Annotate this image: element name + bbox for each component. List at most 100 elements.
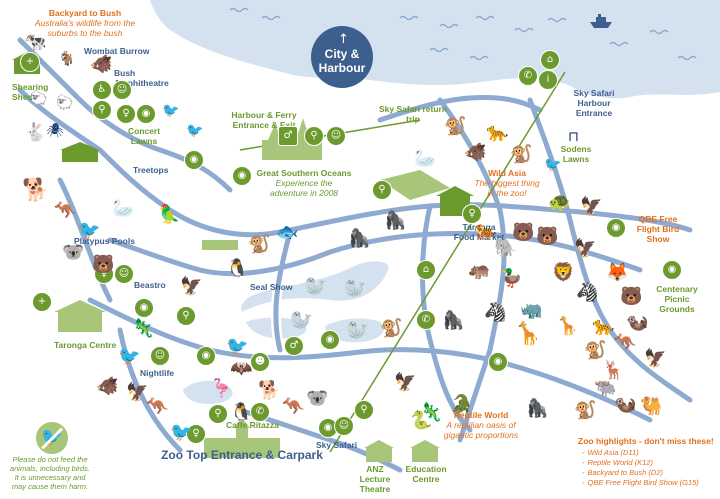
seal-icon: 🦭 bbox=[290, 310, 313, 331]
phone-icon: ✆ bbox=[250, 402, 270, 422]
sheep-icon: 🐑 bbox=[30, 91, 48, 107]
hippo-icon: 🦛 bbox=[468, 260, 491, 281]
camel-icon: 🐫 bbox=[640, 396, 663, 417]
chimp-icon: 🦍 bbox=[442, 310, 465, 331]
bird-icon: 🐦 bbox=[170, 422, 193, 443]
gorilla-icon: 🦍 bbox=[526, 398, 549, 419]
zoo-top-entrance-building bbox=[204, 418, 280, 458]
zebra-icon: 🦓 bbox=[484, 302, 507, 323]
treetops-building bbox=[60, 142, 100, 162]
cable-car-icon: ⌂ bbox=[416, 260, 436, 280]
education-centre-label: Education Centre bbox=[405, 464, 447, 484]
highlight-item[interactable]: -Reptile World (K12) bbox=[582, 458, 653, 467]
lyrebird-icon: 🐦 bbox=[162, 103, 180, 119]
wombat-icon: 🐗 bbox=[90, 54, 113, 75]
emu-icon: 🦢 bbox=[112, 198, 135, 219]
bird-icon: 🦅 bbox=[644, 348, 667, 369]
theatre-masks-icon: ☻ bbox=[250, 352, 270, 372]
bird-icon: 🦅 bbox=[394, 372, 417, 393]
sky-safari-return-label: Sky Safari return trip bbox=[378, 104, 448, 124]
bird-icon: 🐦 bbox=[78, 220, 101, 241]
first-aid-icon: + bbox=[20, 52, 40, 72]
city-arrow-icon: ↑ bbox=[338, 32, 349, 47]
leopard-icon: 🐆 bbox=[486, 122, 509, 143]
reptile-world-label[interactable]: Reptile World A reptilian oasis of gigan… bbox=[434, 410, 528, 440]
leopard-icon: 🐆 bbox=[592, 316, 615, 337]
baby-change-icon: ☺ bbox=[326, 126, 346, 146]
wombat-icon: 🐻 bbox=[92, 254, 115, 275]
kangaroo-icon: 🦘 bbox=[282, 396, 305, 417]
taronga-food-market-label: Taronga Food Market bbox=[453, 222, 505, 242]
viewpoint-eye-icon: ◉ bbox=[232, 166, 252, 186]
tasmanian-devil-icon: 🐗 bbox=[96, 376, 119, 397]
backyard-to-bush-label[interactable]: Backyard to Bush Australia's wildlife fr… bbox=[30, 8, 140, 38]
sodens-lawns-label: Sodens Lawns bbox=[560, 144, 592, 164]
food-icon: ⚲ bbox=[354, 400, 374, 420]
dingo-icon: 🐕 bbox=[22, 178, 50, 203]
beastro-label: Beastro bbox=[134, 280, 166, 290]
monkey-icon: 🐒 bbox=[574, 400, 597, 421]
highlight-item[interactable]: -Wild Asia (D11) bbox=[582, 448, 639, 457]
great-southern-oceans-title: Great Southern Oceans bbox=[256, 168, 352, 178]
bird-icon: 🦅 bbox=[180, 276, 203, 297]
toilet-icon: ♂ bbox=[284, 336, 304, 356]
viewpoint-eye-icon: ◉ bbox=[136, 104, 156, 124]
viewpoint-eye-icon: ◉ bbox=[662, 260, 682, 280]
cow-icon: 🐄 bbox=[24, 32, 47, 53]
highlight-text: Wild Asia (D11) bbox=[587, 448, 639, 457]
seal-icon: 🦭 bbox=[344, 278, 367, 299]
stork-icon: 🦢 bbox=[414, 148, 437, 169]
sky-safari-harbour-label: Sky Safari Harbour Entrance bbox=[573, 88, 615, 118]
phone-icon: ✆ bbox=[416, 310, 436, 330]
komodo-icon: 🦎 bbox=[420, 402, 443, 423]
highlight-text: Reptile World (K12) bbox=[587, 458, 653, 467]
anz-lecture-label: ANZ Lecture Theatre bbox=[359, 464, 391, 494]
wild-asia-sub: The biggest thing in the zoo! bbox=[474, 178, 540, 198]
zebra-icon: 🦓 bbox=[576, 282, 599, 303]
food-icon: ⚲ bbox=[208, 404, 228, 424]
bird-icon: 🦅 bbox=[574, 238, 597, 259]
toilet-icon: ♀ bbox=[186, 424, 206, 444]
bird-icon: 🐧 bbox=[226, 258, 249, 279]
highlight-item[interactable]: -Backyard to Bush (D2) bbox=[582, 468, 663, 477]
rhino-icon: 🦏 bbox=[520, 300, 543, 321]
centenary-picnic-label: Centenary Picnic Grounds bbox=[656, 284, 698, 314]
zoo-highlights: Zoo highlights - don't miss these! -Wild… bbox=[578, 436, 718, 488]
ferry-icon bbox=[590, 14, 612, 28]
baby-change-icon: ☺ bbox=[334, 416, 354, 436]
wild-asia-label[interactable]: Wild Asia The biggest thing in the zoo! bbox=[470, 168, 544, 198]
food-icon: ⚲ bbox=[92, 100, 112, 120]
koala-icon: 🐨 bbox=[62, 242, 85, 263]
reptile-world-title: Reptile World bbox=[453, 410, 509, 420]
seal-show-label: Seal Show bbox=[250, 282, 293, 292]
tiger-icon: 🐅 bbox=[474, 220, 497, 241]
food-market-building bbox=[380, 170, 474, 216]
gibbon-icon: 🐒 bbox=[444, 116, 467, 137]
kangaroo-icon: 🦘 bbox=[146, 396, 169, 417]
bear-icon: 🐻 bbox=[620, 286, 643, 307]
education-centre-building bbox=[410, 440, 440, 462]
cable-car-icon: ⌂ bbox=[540, 50, 560, 70]
snake-icon: 🐍 bbox=[410, 410, 433, 431]
monkey-icon: 🐒 bbox=[584, 340, 607, 361]
viewpoint-eye-icon: ◉ bbox=[606, 218, 626, 238]
city-harbour-badge[interactable] bbox=[311, 26, 373, 88]
highlight-item[interactable]: -QBE Free Flight Bird Show (G15) bbox=[582, 478, 699, 487]
bird-icon: 🦅 bbox=[126, 382, 149, 403]
bird-icon: 🦜 bbox=[158, 204, 181, 225]
spider-icon: 🕷 bbox=[46, 123, 64, 139]
penguin-icon: 🐧 bbox=[230, 402, 253, 423]
food-icon: ⚲ bbox=[176, 306, 196, 326]
taronga-centre-building bbox=[54, 300, 106, 332]
bear-icon: 🐻 bbox=[536, 226, 559, 247]
deer-icon: 🦌 bbox=[602, 360, 625, 381]
toilet-icon: ♂ bbox=[278, 126, 298, 146]
kangaroo-icon: 🦘 bbox=[614, 332, 637, 353]
baby-change-icon: ☺ bbox=[114, 264, 134, 284]
fox-icon: 🦊 bbox=[606, 262, 629, 283]
harbour-ferry-label: Harbour & Ferry Entrance & Exit bbox=[231, 110, 297, 130]
qbe-free-flight-label[interactable]: QBE Free Flight Bird Show bbox=[636, 214, 680, 244]
gorilla-icon: 🦍 bbox=[384, 210, 407, 231]
